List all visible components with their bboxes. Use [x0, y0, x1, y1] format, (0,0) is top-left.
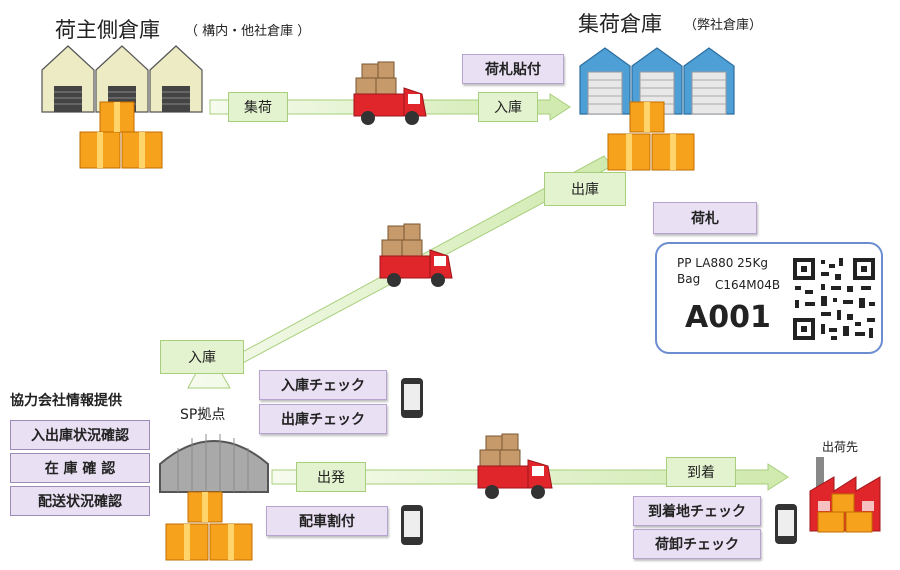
dispatch-assign-box: 配車割付 — [266, 506, 388, 536]
qr-code-icon — [791, 256, 877, 342]
truck-icon — [477, 433, 553, 499]
flow-label-arrive: 到着 — [666, 457, 736, 487]
smartphone-icon — [775, 504, 797, 544]
unload-check-box: 荷卸チェック — [633, 529, 761, 559]
collection-warehouse-title: 集荷倉庫 — [578, 12, 662, 36]
flow-label-depart: 出発 — [296, 462, 366, 492]
smartphone-icon — [401, 505, 423, 545]
cargo-boxes-shipper — [79, 101, 163, 169]
truck-icon — [353, 61, 427, 125]
partner-item-inout-status: 入出庫状況確認 — [10, 420, 150, 450]
flow-label-inbound-sp: 入庫 — [160, 340, 244, 374]
truck-icon — [379, 223, 453, 287]
destination-title: 出荷先 — [822, 440, 859, 454]
flow-label-collect: 集荷 — [228, 92, 288, 122]
arrival-check-box: 到着地チェック — [633, 496, 761, 526]
flow-label-inbound: 入庫 — [478, 92, 538, 122]
label-code: A001 — [685, 300, 771, 335]
shipper-warehouse-note: （ 構内・他社倉庫 ） — [185, 24, 311, 39]
tag-box: 荷札 — [653, 202, 757, 234]
cargo-boxes-destination — [817, 493, 873, 533]
tag-attach-box: 荷札貼付 — [462, 54, 564, 84]
flow-label-outbound: 出庫 — [544, 172, 626, 206]
inbound-check-box: 入庫チェック — [259, 370, 387, 400]
cargo-boxes-sp — [165, 491, 253, 561]
label-line2: Bag — [677, 272, 701, 286]
outbound-check-box: 出庫チェック — [259, 404, 387, 434]
label-line1: PP LA880 25Kg — [677, 256, 768, 270]
partner-info-heading: 協力会社情報提供 — [10, 393, 122, 409]
shipping-label: PP LA880 25Kg Bag C164M04B A001 — [655, 242, 883, 354]
shipper-warehouse-title: 荷主側倉庫 — [55, 18, 160, 42]
cargo-boxes-collection — [607, 101, 695, 171]
smartphone-icon — [401, 378, 423, 418]
collection-warehouse-note: （弊社倉庫） — [684, 18, 763, 33]
label-line3: C164M04B — [715, 278, 781, 292]
sp-base-warehouse-illustration — [159, 434, 269, 493]
partner-item-stock-check: 在 庫 確 認 — [10, 453, 150, 483]
partner-item-delivery-status: 配送状況確認 — [10, 486, 150, 516]
shipper-warehouse-illustration — [41, 45, 203, 113]
sp-base-title: SP拠点 — [180, 407, 226, 423]
collection-warehouse-illustration — [579, 47, 735, 115]
